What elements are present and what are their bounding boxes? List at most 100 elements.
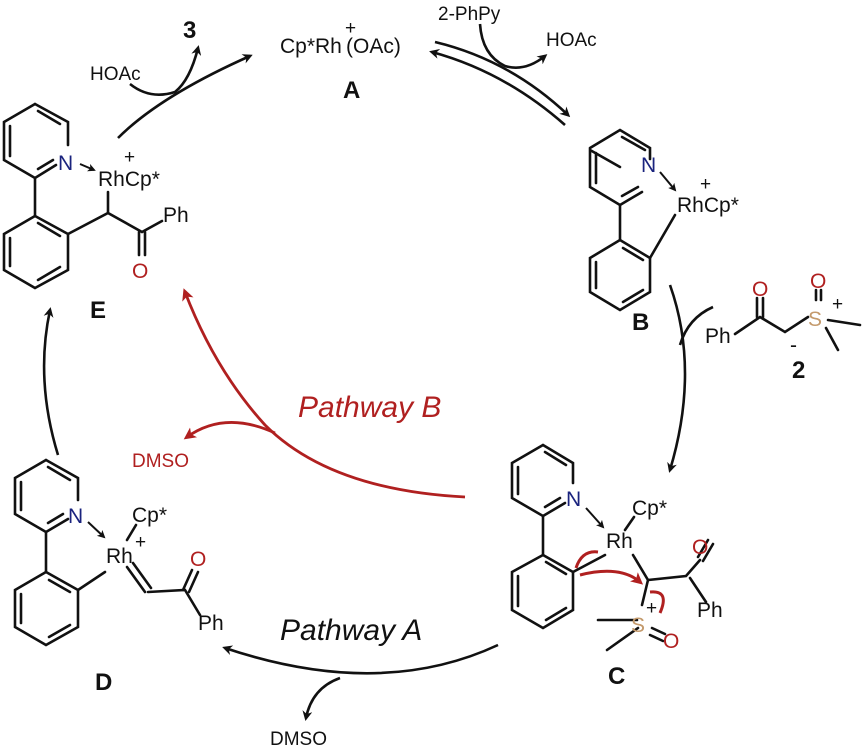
2-phpy-in-label: 2-PhPy bbox=[438, 4, 501, 25]
reagent-2-so-double bbox=[814, 288, 823, 302]
species-c-electron-arrow-1 bbox=[579, 569, 644, 585]
species-c-pyridine-double bbox=[516, 450, 568, 509]
species-c-label: C bbox=[608, 663, 625, 690]
arrow-3-out bbox=[129, 45, 202, 96]
species-e-metal: RhCp* bbox=[98, 168, 160, 191]
reagent-2-ph: Ph bbox=[705, 325, 731, 348]
species-d-ph: Ph bbox=[198, 612, 224, 635]
species-b-benzene-double bbox=[594, 246, 645, 304]
species-e-n: N bbox=[58, 152, 73, 175]
species-c-charge: + bbox=[646, 598, 657, 619]
pathway-b-arrow bbox=[182, 288, 466, 499]
reagent-2-minus: - bbox=[790, 334, 797, 357]
species-b-pyridine-bonds bbox=[588, 128, 652, 207]
pathway-a-arrow bbox=[222, 643, 499, 675]
reagent-2-plus: + bbox=[832, 294, 843, 315]
arrow-reagent-2-in bbox=[678, 305, 714, 346]
arrow-b-to-c-line bbox=[667, 284, 687, 473]
species-d-charge: + bbox=[135, 532, 146, 553]
reagent-2-co-double bbox=[755, 296, 765, 319]
species-e-o: O bbox=[132, 260, 148, 283]
pathway-a-dmso-label: DMSO bbox=[270, 729, 327, 750]
species-c-o2: O bbox=[663, 630, 679, 653]
species-c-n-rh-dative bbox=[585, 507, 605, 529]
species-c-rh-cp bbox=[623, 515, 636, 532]
species-c-s-bonds bbox=[596, 578, 650, 652]
species-d-co-double bbox=[181, 568, 200, 594]
species-d-label: D bbox=[95, 669, 112, 696]
species-d-o: O bbox=[190, 548, 206, 571]
hoac-out-label: HOAc bbox=[546, 30, 597, 51]
species-d-n-rh-dative bbox=[87, 521, 106, 539]
pathway-a-label: Pathway A bbox=[280, 614, 422, 647]
species-d-n: N bbox=[68, 505, 83, 528]
arrow-e-to-a-line bbox=[117, 54, 253, 139]
species-a: Cp*Rh (OAc) + A bbox=[280, 18, 401, 104]
species-a-formula-post: (OAc) bbox=[346, 35, 401, 58]
species-c-electron-arrow-2 bbox=[574, 550, 599, 569]
species-e: N RhCp* + Ph O E bbox=[2, 102, 189, 324]
species-c-backbone bbox=[631, 553, 708, 604]
reagent-2-backbone bbox=[733, 315, 810, 336]
species-d-benzene-double bbox=[19, 578, 72, 639]
reagent-2-methyls bbox=[824, 318, 862, 352]
species-c-ph: Ph bbox=[697, 599, 723, 622]
arrow-d-to-e bbox=[42, 307, 60, 456]
species-a-charge: + bbox=[345, 18, 356, 39]
species-e-co-double bbox=[137, 230, 147, 257]
pathway-a-dmso-out bbox=[302, 676, 341, 721]
species-d-pyridine bbox=[13, 458, 80, 534]
pathway-b-dmso-label: DMSO bbox=[132, 451, 189, 472]
arrow-b-to-c bbox=[667, 284, 714, 473]
species-e-backbone bbox=[66, 190, 164, 236]
species-b-charge: + bbox=[700, 174, 711, 195]
species-c-metal: Rh bbox=[606, 530, 633, 553]
species-c-cp: Cp* bbox=[632, 497, 667, 520]
species-c-pyridine bbox=[510, 443, 575, 518]
species-c: N Rh Cp* O Ph S + O C bbox=[510, 443, 723, 690]
species-b-pyridine-double bbox=[594, 135, 647, 198]
species-c-o1: O bbox=[692, 536, 708, 559]
species-e-n-rh-dative bbox=[79, 163, 96, 172]
species-b-n: N bbox=[641, 154, 656, 177]
species-d-metal: Rh bbox=[106, 545, 133, 568]
reagent-2-o1: O bbox=[752, 278, 768, 301]
arrow-e-to-a: HOAc 3 bbox=[90, 17, 253, 139]
pathway-b-label: Pathway B bbox=[298, 391, 441, 424]
pathway-b-dmso-out bbox=[183, 421, 276, 440]
hoac-in-label: HOAc bbox=[90, 64, 141, 85]
reagent-2-o2: O bbox=[810, 270, 826, 293]
species-d-rh-c bbox=[76, 570, 107, 592]
species-b-n-rh-dative bbox=[659, 171, 677, 192]
species-d: N Rh + Cp* O Ph D bbox=[13, 458, 224, 696]
species-c-co-double bbox=[696, 538, 715, 563]
species-c-rh-c bbox=[571, 553, 607, 574]
species-a-formula-pre: Cp*Rh bbox=[280, 35, 342, 58]
arrow-a-to-b-forward bbox=[434, 40, 571, 118]
reagent-2-label: 2 bbox=[792, 357, 805, 384]
reagent-2-s: S bbox=[808, 308, 822, 331]
species-e-benzene bbox=[2, 214, 70, 290]
species-c-benzene bbox=[510, 553, 575, 630]
species-b-rh-c-bond bbox=[648, 213, 677, 260]
species-c-n: N bbox=[566, 488, 581, 511]
species-e-pyridine bbox=[2, 102, 70, 180]
species-e-benzene-double bbox=[8, 221, 62, 282]
species-a-label: A bbox=[343, 77, 360, 104]
species-b: N RhCp* + B bbox=[588, 128, 739, 336]
species-b-metal: RhCp* bbox=[677, 194, 739, 217]
arrow-a-to-b: 2-PhPy HOAc bbox=[429, 4, 597, 126]
arrow-hoac-out bbox=[478, 23, 548, 69]
pathway-a: Pathway A DMSO bbox=[222, 614, 499, 750]
species-b-benzene bbox=[588, 238, 652, 312]
species-c-benzene-double bbox=[516, 560, 568, 622]
species-d-pyridine-double bbox=[19, 465, 72, 525]
species-d-benzene bbox=[13, 570, 80, 647]
species-e-label: E bbox=[90, 297, 106, 324]
species-c-so-double bbox=[648, 626, 667, 643]
species-d-rh-cp bbox=[125, 523, 138, 542]
species-d-backbone bbox=[125, 561, 202, 617]
species-c-electron-arrow-3 bbox=[649, 590, 665, 614]
species-d-cp: Cp* bbox=[132, 504, 167, 527]
